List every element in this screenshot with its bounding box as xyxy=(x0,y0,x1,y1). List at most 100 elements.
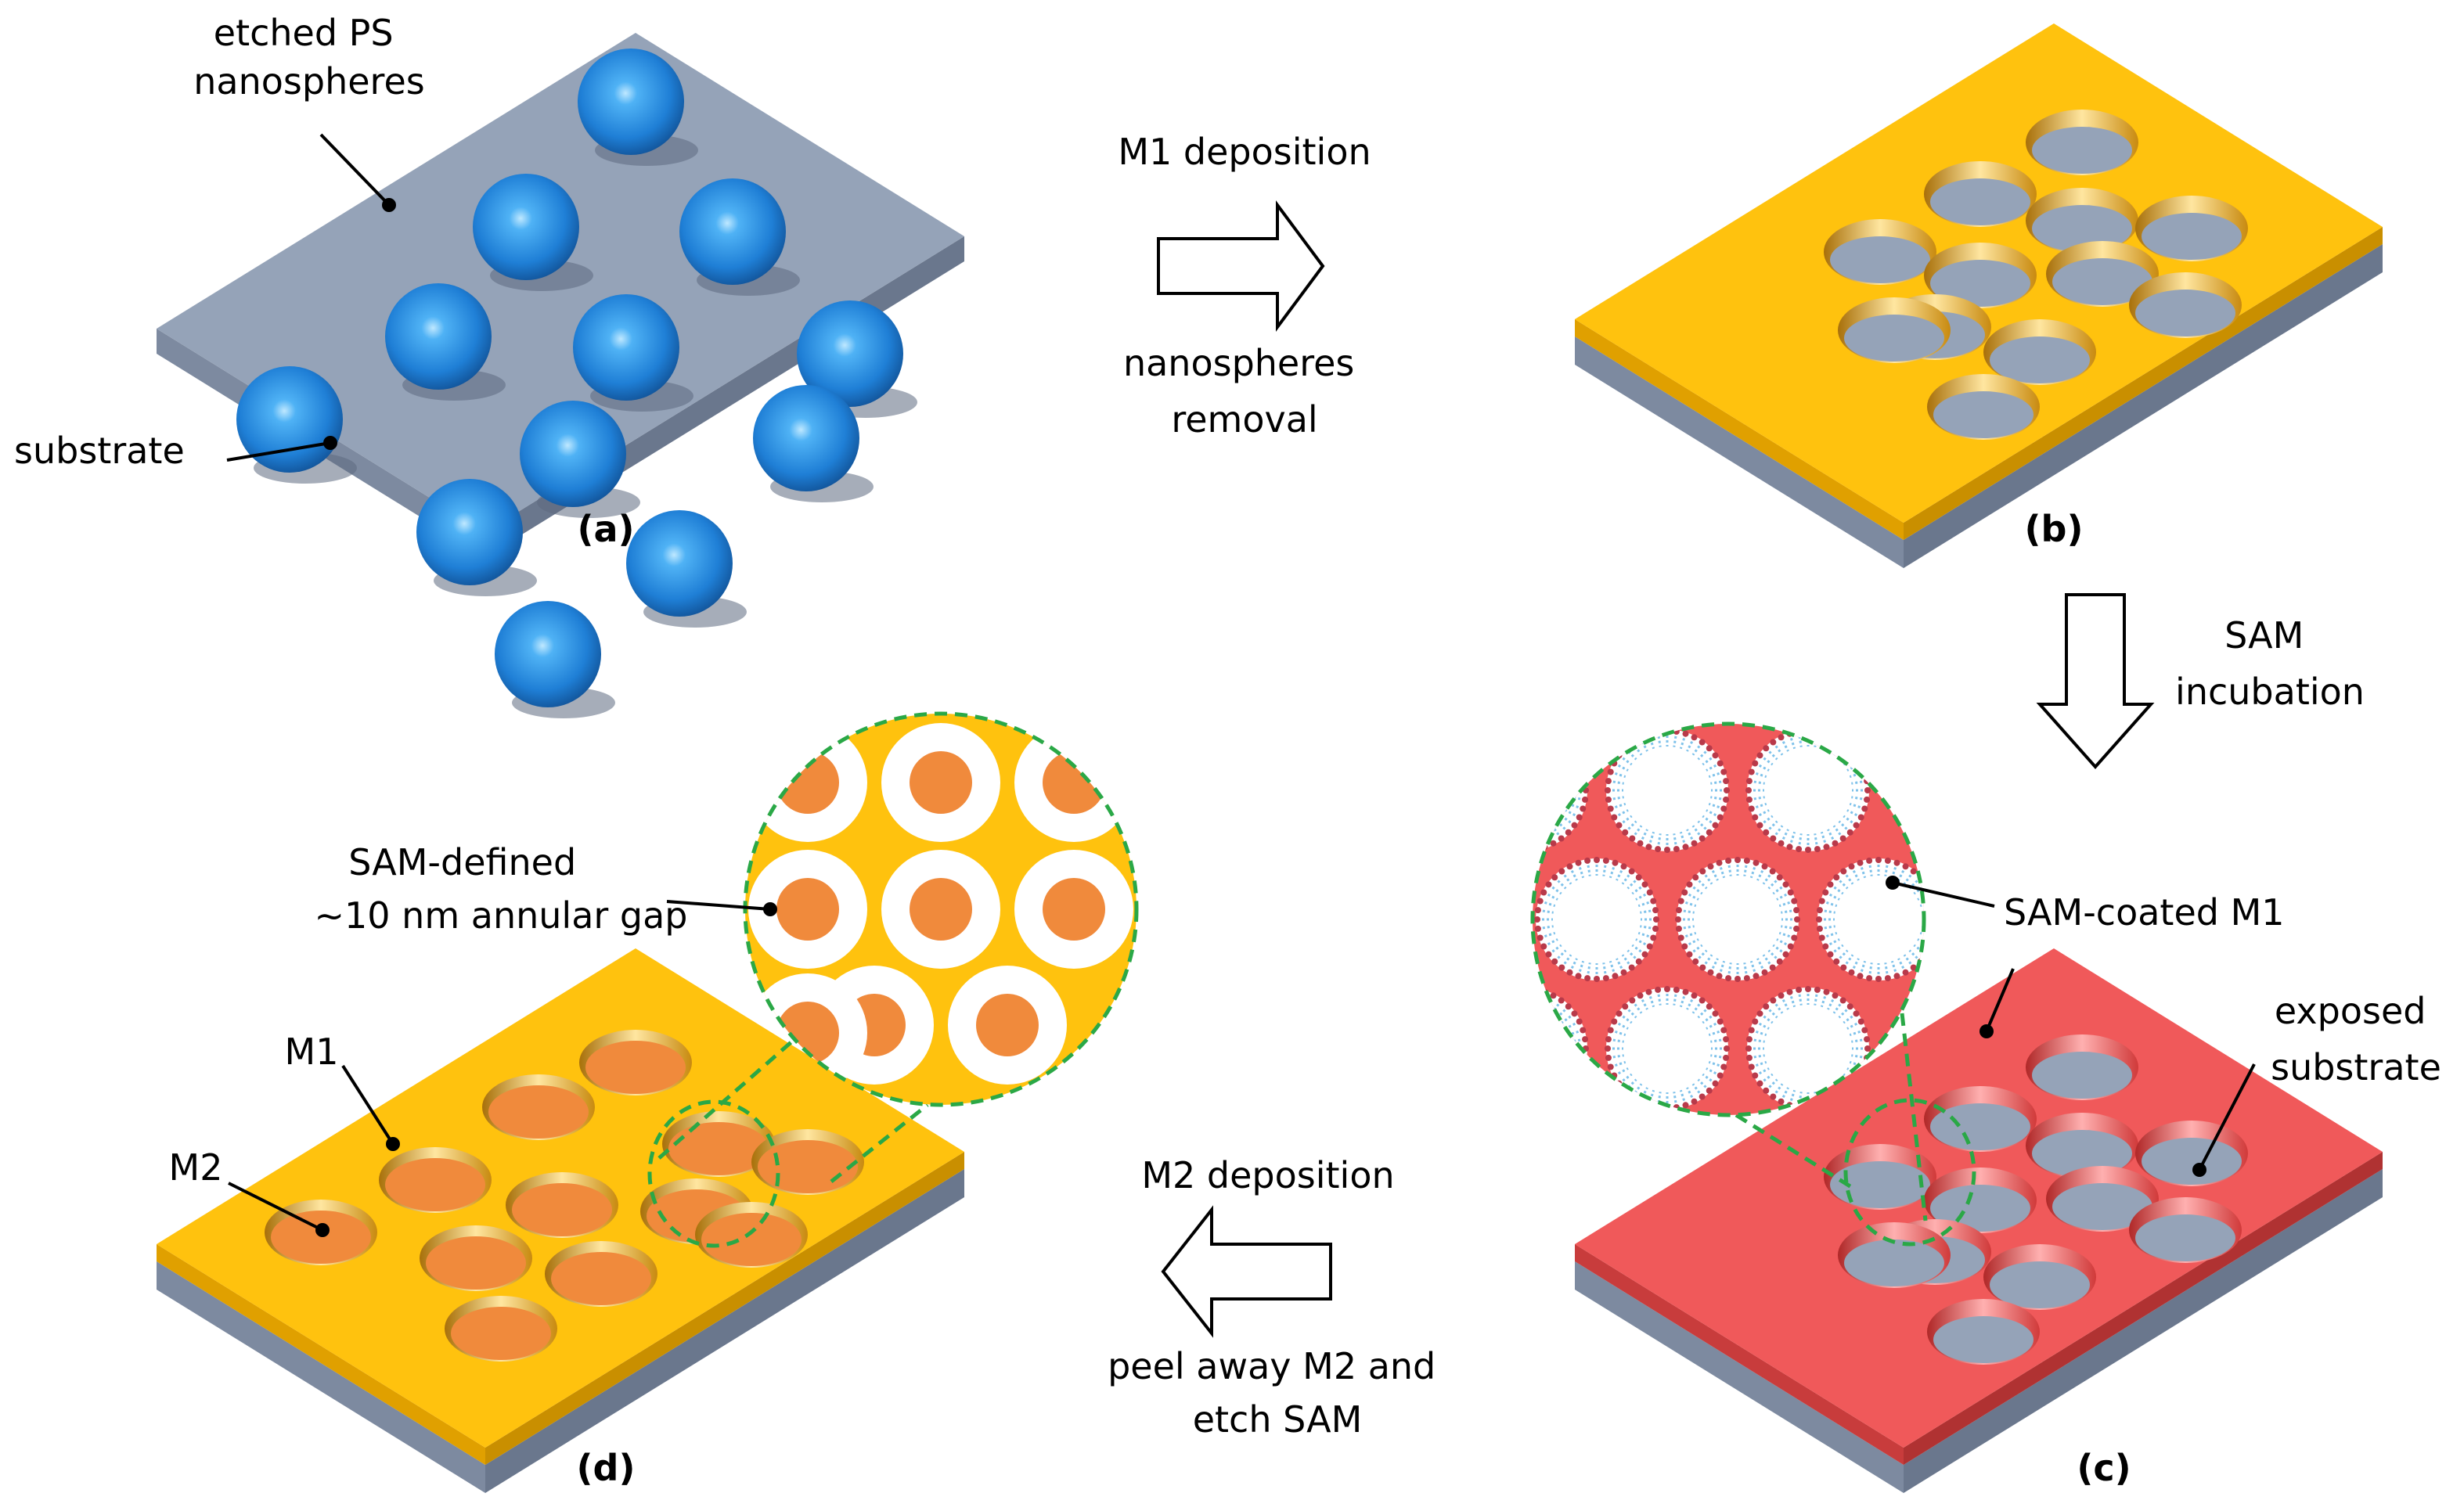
sam-head-7-27 xyxy=(1496,734,1502,740)
sam-head-1-13 xyxy=(1778,840,1785,847)
sam-head-1-12 xyxy=(1786,844,1793,851)
sam-head-6-21 xyxy=(1745,1036,1753,1043)
sam-head-0-16 xyxy=(1616,822,1623,829)
substrate-side-b-right xyxy=(1904,244,2383,568)
zoom-d-connector-1 xyxy=(657,1027,808,1160)
sam-head-1-4 xyxy=(1853,822,1860,829)
sam-head-5-29 xyxy=(1655,986,1662,993)
sam-head-8-39 xyxy=(1582,1036,1589,1043)
sam-head-1-10 xyxy=(1805,847,1811,853)
sam-head-3-15 xyxy=(1692,958,1699,965)
sam-head-8-31 xyxy=(1533,986,1539,993)
sam-head-4-12 xyxy=(1857,973,1864,980)
sam-head-4-38 xyxy=(1932,898,1938,905)
sam-head-8-35 xyxy=(1565,1003,1572,1010)
sam-head-4-6 xyxy=(1910,964,1917,971)
sam-head-6-34 xyxy=(1839,997,1846,1004)
sam-head-7-38 xyxy=(1580,768,1587,775)
label-etched-ps-line1: etched PS xyxy=(214,12,394,54)
sam-head-2-22 xyxy=(1536,898,1544,905)
sam-chain-8-7 xyxy=(1545,1087,1554,1103)
sam-head-8-23 xyxy=(1470,1018,1476,1024)
sam-head-6-38 xyxy=(1861,1027,1868,1034)
sam-head-3-5 xyxy=(1776,958,1783,965)
m2-disc-zoom-3 xyxy=(776,878,839,941)
label-sam-incubation-line2: incubation xyxy=(2175,671,2365,713)
sam-head-3-24 xyxy=(1686,881,1693,888)
ps-sphere-1 xyxy=(473,174,579,280)
sam-head-2-35 xyxy=(1635,874,1642,881)
label-peel-away-line1: peel away M2 and xyxy=(1108,1345,1436,1387)
sam-head-1-39 xyxy=(1864,778,1871,785)
dot-sam-coated-plate xyxy=(1979,1024,1994,1038)
zoom-c xyxy=(1464,721,1976,1247)
sam-head-3-37 xyxy=(1787,889,1794,896)
sam-head-1-3 xyxy=(1857,814,1864,821)
leader-m1 xyxy=(341,1064,394,1146)
sam-head-2-1 xyxy=(1652,925,1659,932)
sam-head-5-6 xyxy=(1699,1093,1706,1100)
sam-head-4-25 xyxy=(1833,874,1840,881)
sam-head-0-3 xyxy=(1717,814,1724,821)
sam-chain-7-29 xyxy=(1517,732,1519,747)
sam-head-2-6 xyxy=(1628,964,1635,971)
sam-chain-7-15 xyxy=(1484,822,1495,833)
m1-side-d-left xyxy=(157,1244,485,1465)
panel-label-c: (c) xyxy=(2077,1447,2131,1489)
sam-m1-side-c-right xyxy=(1904,1152,2383,1465)
sam-head-2-16 xyxy=(1545,951,1552,958)
sam-head-1-32 xyxy=(1823,730,1830,737)
sam-head-5-23 xyxy=(1611,1018,1618,1025)
sam-head-1-18 xyxy=(1748,805,1755,812)
label-exposed-substrate-line1: exposed xyxy=(2275,990,2426,1032)
sam-hole-3 xyxy=(1677,858,1799,980)
sam-head-8-34 xyxy=(1558,997,1565,1004)
sam-head-0-28 xyxy=(1645,730,1652,737)
sam-head-7-9 xyxy=(1533,846,1539,853)
sam-head-8-19 xyxy=(1464,1055,1471,1061)
sam-chain-8-26 xyxy=(1491,1001,1500,1013)
sam-head-0-19 xyxy=(1605,796,1612,803)
ps-sphere-4 xyxy=(573,294,679,401)
sam-head-0-38 xyxy=(1720,768,1727,775)
sam-head-0-9 xyxy=(1673,846,1680,853)
sam-chain-7-37 xyxy=(1565,762,1580,772)
sam-chain-8-21 xyxy=(1468,1039,1483,1042)
sam-head-7-10 xyxy=(1523,847,1529,853)
sam-head-4-20 xyxy=(1816,916,1822,923)
label-nanospheres-removal: nanospheres removal xyxy=(1123,342,1366,441)
sam-head-4-39 xyxy=(1934,907,1940,913)
sam-head-7-29 xyxy=(1514,729,1520,735)
sam-head-6-13 xyxy=(1778,1098,1785,1105)
sam-head-3-29 xyxy=(1725,857,1732,864)
sam-head-7-33 xyxy=(1550,734,1557,741)
leader-substrate xyxy=(226,441,331,462)
sam-head-8-12 xyxy=(1505,1102,1511,1108)
sam-chain-8-25 xyxy=(1484,1006,1495,1017)
sam-head-8-25 xyxy=(1481,1003,1487,1009)
leader-sam-coated xyxy=(1892,881,1995,908)
hole-c-9-floor xyxy=(2135,1214,2235,1261)
sam-head-4-4 xyxy=(1923,951,1924,958)
ps-nanospheres xyxy=(236,49,917,718)
sam-head-1-24 xyxy=(1756,752,1763,759)
sam-chain-7-34 xyxy=(1551,741,1562,756)
sam-head-2-0 xyxy=(1653,916,1659,923)
sam-head-6-22 xyxy=(1748,1027,1755,1034)
m2-disc-d-9 xyxy=(551,1252,651,1305)
sam-chain-7-18 xyxy=(1470,804,1485,808)
sam-chain-7-33 xyxy=(1545,736,1554,752)
sam-head-2-14 xyxy=(1558,964,1565,971)
label-nanospheres-removal-line2: removal xyxy=(1171,398,1317,441)
sam-head-1-14 xyxy=(1770,835,1777,842)
sam-head-3-21 xyxy=(1675,907,1682,914)
sam-chain-7-32 xyxy=(1538,733,1546,750)
sam-chain-8-3 xyxy=(1565,1067,1580,1077)
sam-head-4-33 xyxy=(1902,863,1909,870)
label-peel-away-line2: etch SAM xyxy=(1193,1398,1363,1441)
sam-chain-7-25 xyxy=(1484,748,1495,759)
sam-head-7-8 xyxy=(1541,844,1548,851)
sam-chain-7-14 xyxy=(1491,826,1500,838)
sam-head-0-13 xyxy=(1637,840,1644,847)
sam-head-0-18 xyxy=(1607,805,1614,812)
